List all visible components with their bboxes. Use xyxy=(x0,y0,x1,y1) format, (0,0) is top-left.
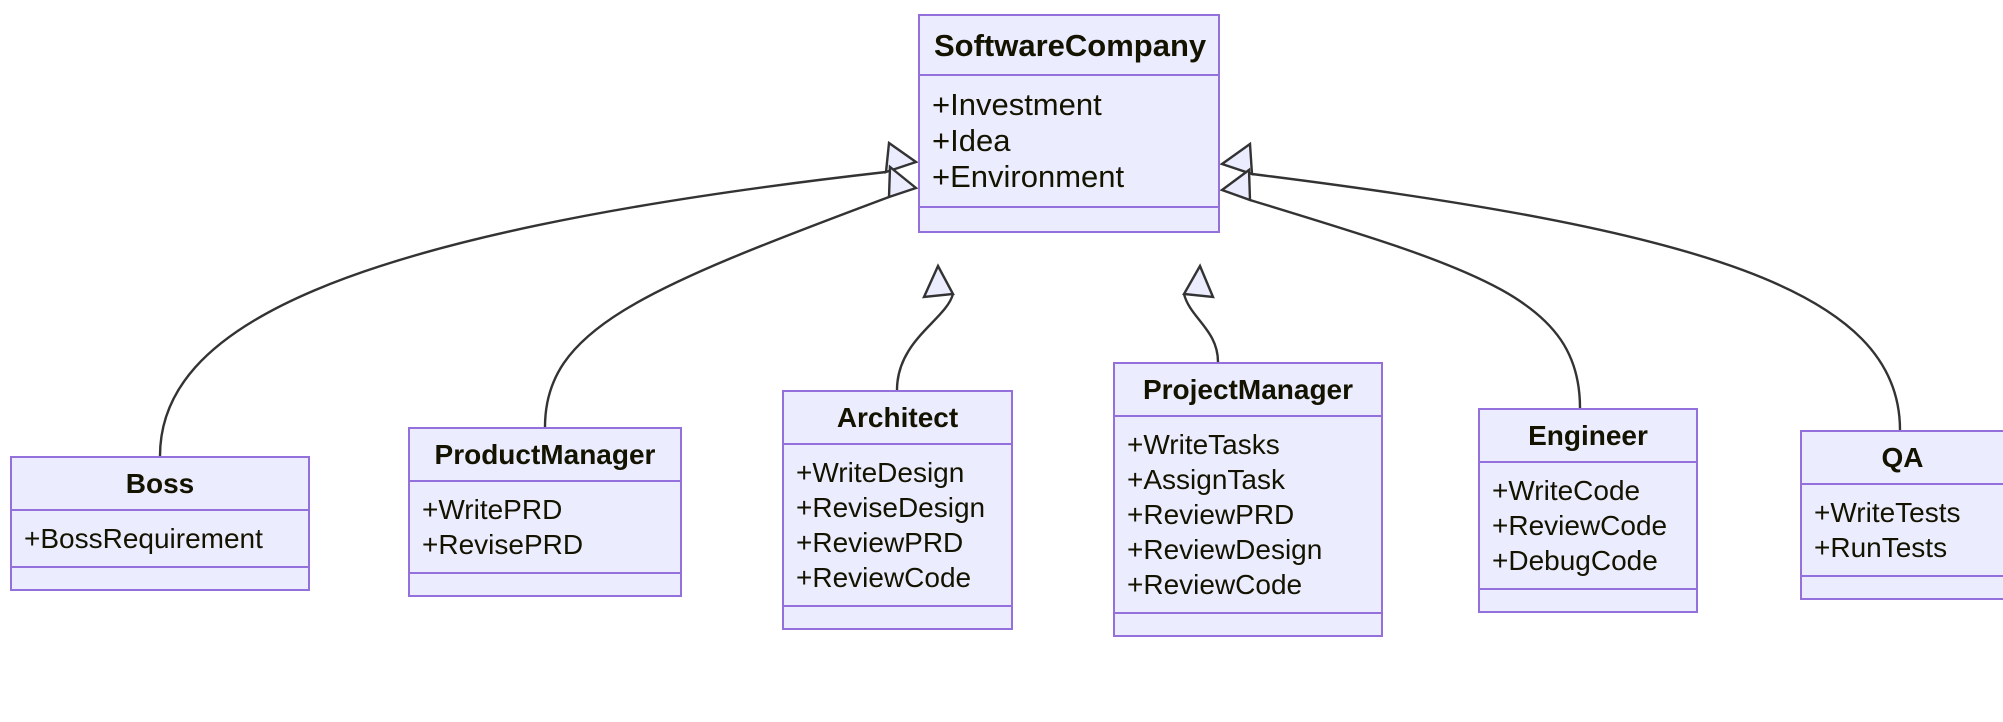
arrowhead-architect xyxy=(922,263,955,299)
class-title-projectmanager: ProjectManager xyxy=(1142,374,1354,405)
class-separator xyxy=(920,206,1218,208)
class-separator xyxy=(12,566,308,568)
class-attribute: +Idea xyxy=(932,123,1011,158)
class-attributes-architect: +WriteDesign +ReviseDesign +ReviewPRD +R… xyxy=(784,445,1011,605)
class-separator xyxy=(410,572,680,574)
class-methods-architect xyxy=(784,607,1011,628)
class-separator xyxy=(12,509,308,511)
class-title-softwarecompany: SoftwareCompany xyxy=(934,28,1207,63)
class-attributes-projectmanager: +WriteTasks +AssignTask +ReviewPRD +Revi… xyxy=(1115,417,1381,612)
class-node-boss[interactable]: Boss +BossRequirement xyxy=(10,456,310,591)
class-attribute: +WriteTests xyxy=(1814,497,1961,528)
class-attributes-productmanager: +WritePRD +RevisePRD xyxy=(410,482,680,572)
edge-projectmanager-softwarecompany xyxy=(1182,293,1220,363)
class-node-projectmanager[interactable]: ProjectManager +WriteTasks +AssignTask +… xyxy=(1113,362,1383,637)
class-node-qa[interactable]: QA +WriteTests +RunTests xyxy=(1800,430,2003,600)
class-node-engineer[interactable]: Engineer +WriteCode +ReviewCode +DebugCo… xyxy=(1478,408,1698,613)
arrowhead-boss xyxy=(884,140,919,174)
class-attribute: +ReviseDesign xyxy=(796,492,986,523)
class-methods-engineer xyxy=(1480,590,1696,611)
class-attribute: +WritePRD xyxy=(422,494,563,525)
class-attribute: +WriteDesign xyxy=(796,457,965,488)
class-separator xyxy=(920,74,1218,76)
class-methods-boss xyxy=(12,568,308,589)
class-separator xyxy=(410,480,680,482)
edge-boss-softwarecompany xyxy=(158,170,887,457)
class-attribute: +ReviewDesign xyxy=(1127,534,1323,565)
class-separator xyxy=(1802,483,2003,485)
class-title-engineer: Engineer xyxy=(1528,420,1648,451)
class-separator xyxy=(1115,415,1381,417)
class-attributes-softwarecompany: +Investment +Idea +Environment xyxy=(920,76,1218,206)
class-attribute: +Environment xyxy=(932,159,1125,194)
class-attribute: +DebugCode xyxy=(1492,545,1658,576)
class-title-boss: Boss xyxy=(125,468,195,499)
arrowhead-projectmanager xyxy=(1182,263,1215,299)
arrowhead-engineer xyxy=(1219,167,1252,202)
class-attributes-boss: +BossRequirement xyxy=(12,511,308,566)
arrowhead-productmanager xyxy=(887,164,919,199)
class-attribute: +ReviewCode xyxy=(1127,569,1303,600)
class-attribute: +Investment xyxy=(932,87,1102,122)
class-attribute: +BossRequirement xyxy=(24,523,263,554)
arrowhead-qa xyxy=(1219,141,1254,176)
class-attributes-qa: +WriteTests +RunTests xyxy=(1802,485,2003,575)
class-attribute: +WriteCode xyxy=(1492,475,1641,506)
class-methods-softwarecompany xyxy=(920,208,1218,231)
class-attribute: +ReviewCode xyxy=(1492,510,1668,541)
class-node-softwarecompany[interactable]: SoftwareCompany +Investment +Idea +Envir… xyxy=(918,14,1220,233)
class-attribute: +RunTests xyxy=(1814,532,1948,563)
class-separator xyxy=(1115,612,1381,614)
class-separator xyxy=(784,443,1011,445)
class-attribute: +ReviewPRD xyxy=(796,527,964,558)
class-separator xyxy=(784,605,1011,607)
class-attribute: +RevisePRD xyxy=(422,529,584,560)
class-attribute: +ReviewCode xyxy=(796,562,972,593)
class-title-architect: Architect xyxy=(836,402,959,433)
class-separator xyxy=(1802,575,2003,577)
class-attribute: +ReviewPRD xyxy=(1127,499,1295,530)
class-attribute: +AssignTask xyxy=(1127,464,1285,495)
class-node-architect[interactable]: Architect +WriteDesign +ReviseDesign +Re… xyxy=(782,390,1013,630)
edge-architect-softwarecompany xyxy=(895,293,955,391)
class-title-productmanager: ProductManager xyxy=(434,439,656,470)
class-methods-productmanager xyxy=(410,574,680,595)
class-separator xyxy=(1480,461,1696,463)
class-methods-projectmanager xyxy=(1115,614,1381,635)
class-node-productmanager[interactable]: ProductManager +WritePRD +RevisePRD xyxy=(408,427,682,597)
class-methods-qa xyxy=(1802,577,2003,598)
class-title-qa: QA xyxy=(1881,442,1924,473)
class-separator xyxy=(1480,588,1696,590)
class-attribute: +WriteTasks xyxy=(1127,429,1280,460)
class-attributes-engineer: +WriteCode +ReviewCode +DebugCode xyxy=(1480,463,1696,588)
